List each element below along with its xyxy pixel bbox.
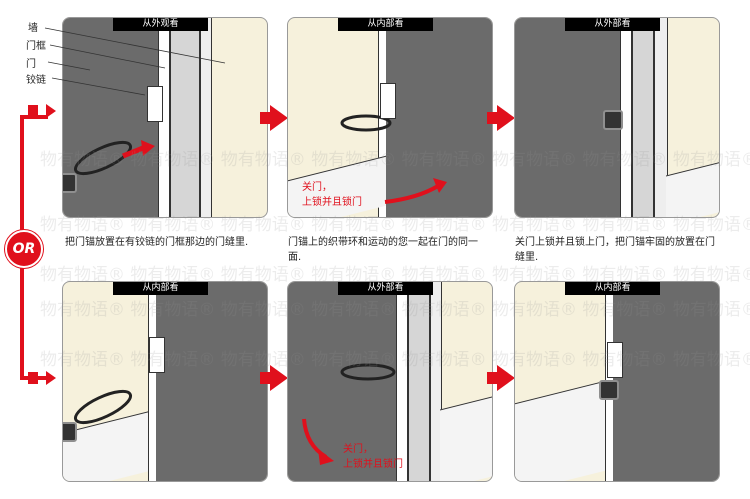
panel-alt-step3-inside: 从内部看	[514, 281, 720, 482]
arrow-bottom-icon	[28, 371, 56, 385]
label-hinge: 铰链	[26, 75, 46, 86]
next-arrow-icon	[487, 365, 515, 391]
hinge-icon	[147, 86, 163, 122]
overlay-text: 关门，上锁并且锁门	[343, 444, 403, 470]
door-anchor-icon	[603, 110, 623, 130]
hinge-icon	[607, 342, 623, 378]
label-leader-lines	[44, 27, 226, 96]
panel-step3-outside: 从外部看	[514, 17, 720, 218]
caption-step1: 把门锚放置在有铰链的门框那边的门缝里.	[65, 237, 249, 248]
next-arrow-icon	[260, 365, 288, 391]
overlay-text: 关门，上锁并且锁门	[302, 182, 362, 208]
next-arrow-icon	[260, 105, 288, 131]
panel-view-label: 从内部看	[565, 282, 660, 295]
label-wall: 墙	[28, 23, 38, 34]
next-arrow-icon	[487, 105, 515, 131]
panel-step1-outside: 从外观看	[62, 17, 268, 218]
hinge-icon	[380, 83, 396, 119]
panel-alt-step2-outside: 从外部看 关门，上锁并且锁门	[287, 281, 493, 482]
label-door: 门	[26, 59, 36, 70]
panel-view-label: 从内部看	[338, 18, 433, 31]
arrow-top-icon	[28, 104, 56, 118]
hinge-icon	[149, 337, 165, 373]
panel-step2-inside: 从内部看 关门，上锁并且锁门	[287, 17, 493, 218]
panel-view-label: 从外观看	[113, 18, 208, 31]
door-anchor-icon	[63, 173, 77, 193]
panel-alt-step1-inside: 从内部看	[62, 281, 268, 482]
caption-step3: 关门上锁并且锁上门，把门锚牢固的放置在门缝里.	[515, 237, 715, 263]
connector-top	[20, 115, 48, 119]
label-door-frame: 门框	[26, 41, 46, 52]
panel-view-label: 从外部看	[338, 282, 433, 295]
panel-view-label: 从内部看	[113, 282, 208, 295]
or-badge: OR	[5, 230, 43, 268]
caption-step2: 门锚上的织带环和运动的您一起在门的同一面.	[288, 237, 478, 263]
panel-view-label: 从外部看	[565, 18, 660, 31]
door-anchor-icon	[63, 422, 77, 442]
door-anchor-icon	[599, 380, 619, 400]
